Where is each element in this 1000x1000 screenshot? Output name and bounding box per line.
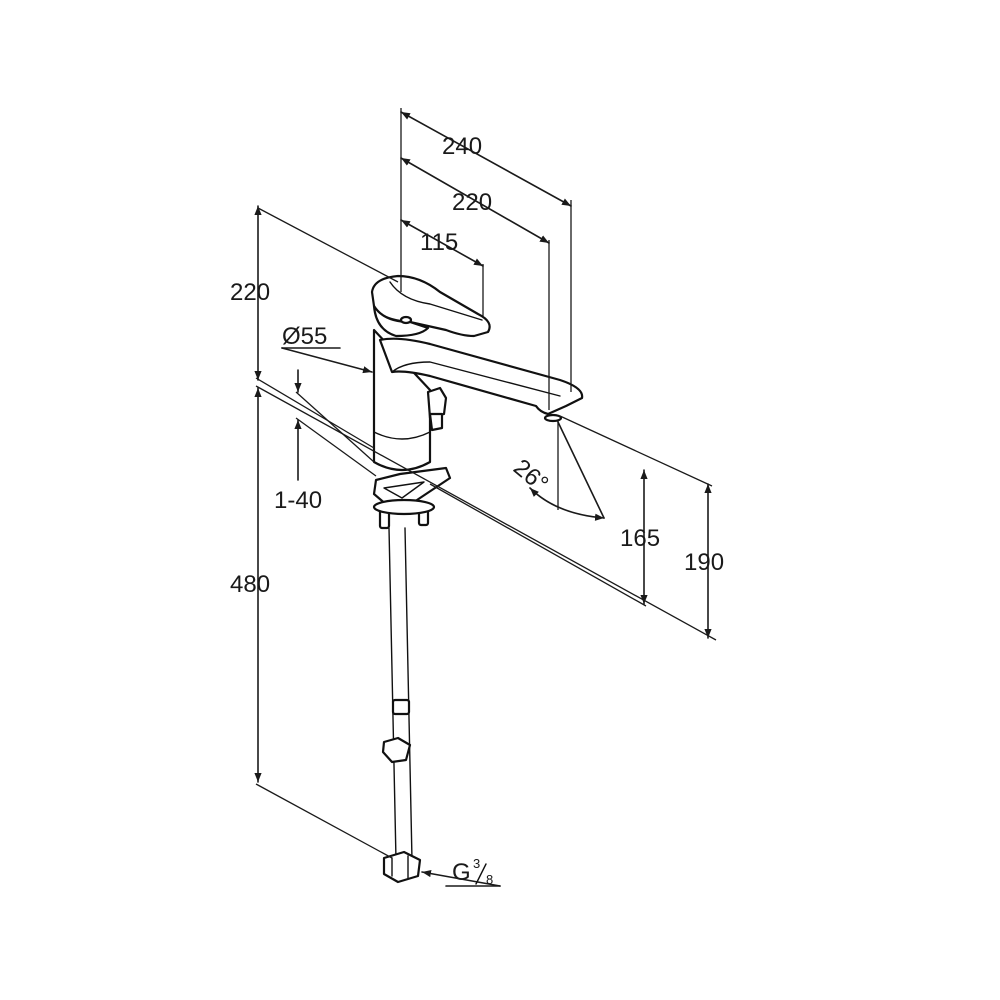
faucet-spout bbox=[378, 337, 584, 423]
label-240: 240 bbox=[442, 133, 482, 160]
label-220-height: 220 bbox=[230, 279, 270, 306]
label-connection-thread: G 3 8 bbox=[452, 856, 493, 887]
supply-hose bbox=[381, 527, 422, 884]
dim-leader-connection bbox=[421, 870, 501, 887]
label-thread-numerator: 3 bbox=[473, 856, 480, 871]
faucet-column bbox=[372, 328, 448, 472]
mounting-hardware bbox=[372, 466, 452, 530]
lever-handle bbox=[370, 274, 491, 338]
dim-arc-26 bbox=[529, 487, 605, 521]
dim-line-115 bbox=[400, 219, 484, 267]
label-480: 480 bbox=[230, 571, 270, 598]
label-1-40: 1-40 bbox=[274, 487, 322, 514]
label-26-angle: 26° bbox=[508, 454, 553, 498]
label-thread-prefix: G bbox=[452, 859, 471, 886]
dim-leader-diameter bbox=[281, 347, 373, 374]
label-thread-denominator: 8 bbox=[486, 872, 493, 887]
faucet-outline bbox=[370, 274, 584, 884]
extension-lines bbox=[255, 108, 717, 859]
label-115: 115 bbox=[420, 229, 458, 256]
label-220-width: 220 bbox=[452, 189, 492, 216]
dim-line-220-width bbox=[400, 157, 550, 244]
label-190: 190 bbox=[684, 549, 724, 576]
label-diameter: Ø55 bbox=[282, 323, 327, 350]
dimension-lines bbox=[254, 111, 712, 887]
label-165: 165 bbox=[620, 525, 660, 552]
